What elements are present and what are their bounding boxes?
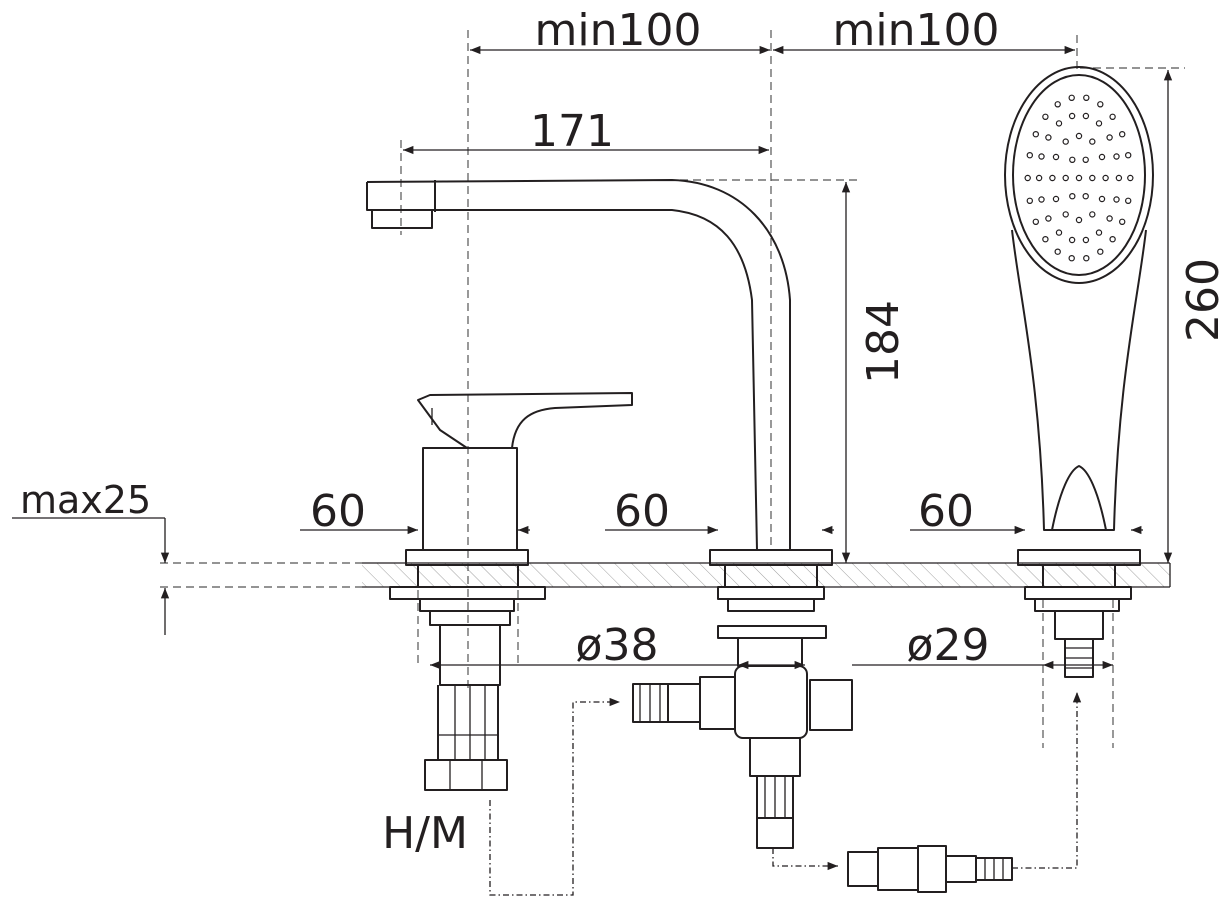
flow-lines <box>489 692 1082 896</box>
nozzle-dot <box>1089 174 1096 182</box>
nozzle-dot <box>1068 255 1075 262</box>
nozzle-dot <box>1082 236 1090 244</box>
dim-deck-thickness: max25 <box>20 478 151 522</box>
nozzle-dot <box>1049 174 1056 182</box>
nozzle-dot <box>1083 94 1090 102</box>
nozzle-dot <box>1095 229 1103 236</box>
dim-base-middle: 60 <box>614 486 670 537</box>
nozzle-dot <box>1127 174 1134 182</box>
extension-lines <box>400 30 1185 748</box>
nozzle-dot <box>1109 113 1116 121</box>
nozzle-dot <box>1075 174 1083 182</box>
nozzle-dot <box>1032 218 1040 225</box>
diverter-block <box>632 665 853 849</box>
nozzle-dot <box>1113 153 1120 160</box>
nozzle-dot <box>1038 153 1045 160</box>
dim-handshower-length: 260 <box>1178 258 1227 342</box>
nozzle-dot <box>1068 112 1076 120</box>
nozzle-dot <box>1098 153 1106 161</box>
nozzle-dot <box>1118 218 1126 225</box>
spout <box>366 179 833 667</box>
nozzle-dot <box>1115 174 1123 182</box>
nozzle-dot <box>1054 248 1061 255</box>
nozzle-dot <box>1095 120 1103 127</box>
shower-nozzles <box>1024 94 1134 262</box>
nozzle-dot <box>1032 130 1040 138</box>
nozzle-dot <box>1097 248 1104 255</box>
dimension-lines <box>12 45 1173 670</box>
nozzle-dot <box>1052 153 1060 161</box>
nozzle-dot <box>1089 211 1096 218</box>
nozzle-dot <box>1069 192 1076 200</box>
dim-spacing-left: min100 <box>535 5 702 56</box>
nozzle-dot <box>1082 112 1090 120</box>
nozzle-dot <box>1083 255 1090 262</box>
nozzle-dot <box>1054 101 1061 108</box>
nozzle-dot <box>1075 132 1083 140</box>
dim-base-right: 60 <box>918 486 974 537</box>
nozzle-dot <box>1124 151 1132 159</box>
nozzle-dot <box>1026 151 1034 159</box>
nozzle-dot <box>1062 138 1069 145</box>
mixer-body <box>389 392 633 791</box>
nozzle-dot <box>1045 215 1052 222</box>
nozzle-dot <box>1068 94 1075 102</box>
dim-spout-reach: 171 <box>530 106 614 157</box>
nozzle-dot <box>1062 174 1069 182</box>
nozzle-dot <box>1035 174 1043 182</box>
nozzle-dot <box>1038 196 1045 203</box>
nozzle-dot <box>1089 138 1096 145</box>
dim-base-left: 60 <box>310 486 366 537</box>
nozzle-dot <box>1124 197 1132 204</box>
nozzle-dot <box>1075 216 1083 224</box>
nozzle-dot <box>1052 195 1060 203</box>
nozzle-dot <box>1102 174 1109 182</box>
nozzle-dot <box>1109 235 1116 243</box>
nozzle-dot <box>1045 134 1052 141</box>
nozzle-dot <box>1098 195 1106 203</box>
dim-spout-height: 184 <box>858 300 909 384</box>
nozzle-dot <box>1069 156 1076 163</box>
nozzle-dot <box>1082 192 1089 200</box>
nozzle-dot <box>1055 120 1063 127</box>
nozzle-dot <box>1106 215 1113 222</box>
nozzle-dot <box>1106 134 1113 141</box>
nozzle-dot <box>1042 235 1049 243</box>
hand-shower <box>1004 66 1154 678</box>
dim-spacing-right: min100 <box>833 5 1000 56</box>
nozzle-dot <box>1068 236 1076 244</box>
nozzle-dot <box>1082 156 1089 163</box>
nozzle-dot <box>1024 174 1031 182</box>
nozzle-dot <box>1062 211 1069 218</box>
nozzle-dot <box>1113 196 1120 203</box>
label-hot-cold: H/M <box>382 808 468 859</box>
nozzle-dot <box>1026 197 1034 204</box>
nozzle-dot <box>1055 229 1063 236</box>
countertop <box>160 562 1171 588</box>
dim-hole-left: ø38 <box>576 620 659 671</box>
hose-connector <box>847 845 1013 893</box>
nozzle-dot <box>1097 101 1104 108</box>
nozzle-dot <box>1118 130 1126 138</box>
dim-hole-right: ø29 <box>907 620 990 671</box>
nozzle-dot <box>1042 113 1049 121</box>
